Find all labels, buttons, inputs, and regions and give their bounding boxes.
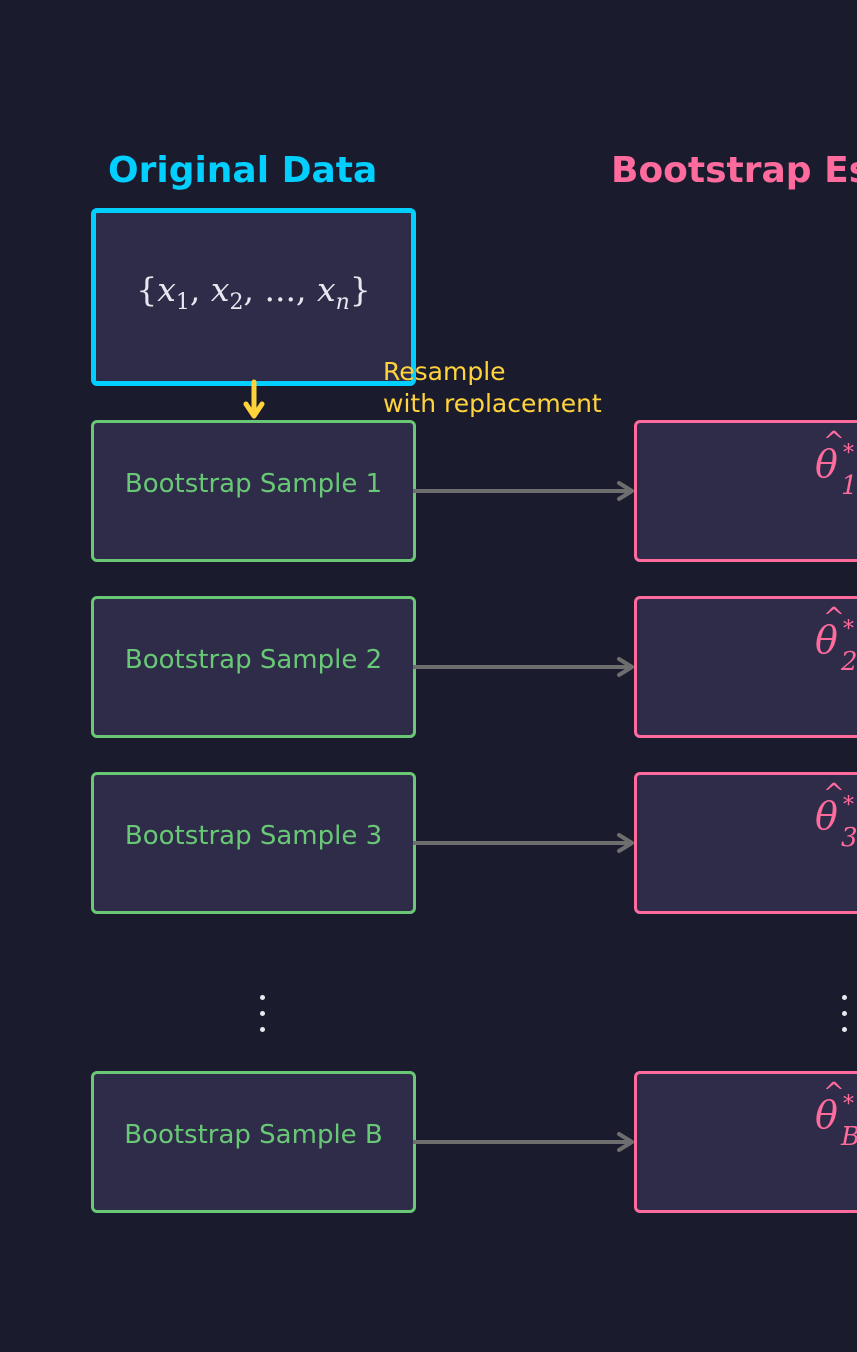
bootstrap-sample-box-1: Bootstrap Sample 1 xyxy=(91,420,416,562)
connector-arrow-3 xyxy=(413,833,634,853)
theta-hat-star-1: θ^*1 xyxy=(815,427,857,501)
original-data-set: {x1, x2, ..., xn} xyxy=(136,270,371,315)
bootstrap-sample-label: Bootstrap Sample 2 xyxy=(124,645,383,675)
bootstrap-sample-label: Bootstrap Sample 1 xyxy=(124,469,383,499)
bootstrap-estimates-heading: Bootstrap Estimates xyxy=(611,150,857,191)
bootstrap-sample-label: Bootstrap Sample B xyxy=(124,1120,383,1150)
connector-head xyxy=(617,481,634,501)
connector-arrow-2 xyxy=(413,657,634,677)
bootstrap-sample-label: Bootstrap Sample 3 xyxy=(124,821,383,851)
connector-arrow-1 xyxy=(413,481,634,501)
bootstrap-sample-box-3: Bootstrap Sample 3 xyxy=(91,772,416,914)
bootstrap-sample-box-b: Bootstrap Sample B xyxy=(91,1071,416,1213)
connector-head xyxy=(617,1132,634,1152)
bootstrap-estimate-box-1: θ^*1 xyxy=(634,420,857,562)
connector-head xyxy=(617,833,634,853)
vertical-ellipsis-samples xyxy=(252,995,272,1039)
resample-note-line-2: with replacement xyxy=(383,389,602,418)
theta-hat-star-b: θ^*B xyxy=(815,1078,857,1150)
resample-note-line-1: Resample xyxy=(383,357,506,386)
bootstrap-estimate-box-b: θ^*B xyxy=(634,1071,857,1213)
connector-arrow-b xyxy=(413,1132,634,1152)
resample-note: Resample with replacement xyxy=(383,356,602,420)
bootstrap-estimate-box-3: θ^*3 xyxy=(634,772,857,914)
resample-arrow xyxy=(243,379,265,419)
original-data-heading: Original Data xyxy=(108,150,378,191)
vertical-ellipsis-estimates xyxy=(834,995,854,1039)
theta-hat-star-3: θ^*3 xyxy=(815,779,857,853)
resample-arrow-head xyxy=(243,401,265,419)
bootstrap-estimate-box-2: θ^*2 xyxy=(634,596,857,738)
connector-head xyxy=(617,657,634,677)
bootstrap-sample-box-2: Bootstrap Sample 2 xyxy=(91,596,416,738)
theta-hat-star-2: θ^*2 xyxy=(815,603,857,677)
